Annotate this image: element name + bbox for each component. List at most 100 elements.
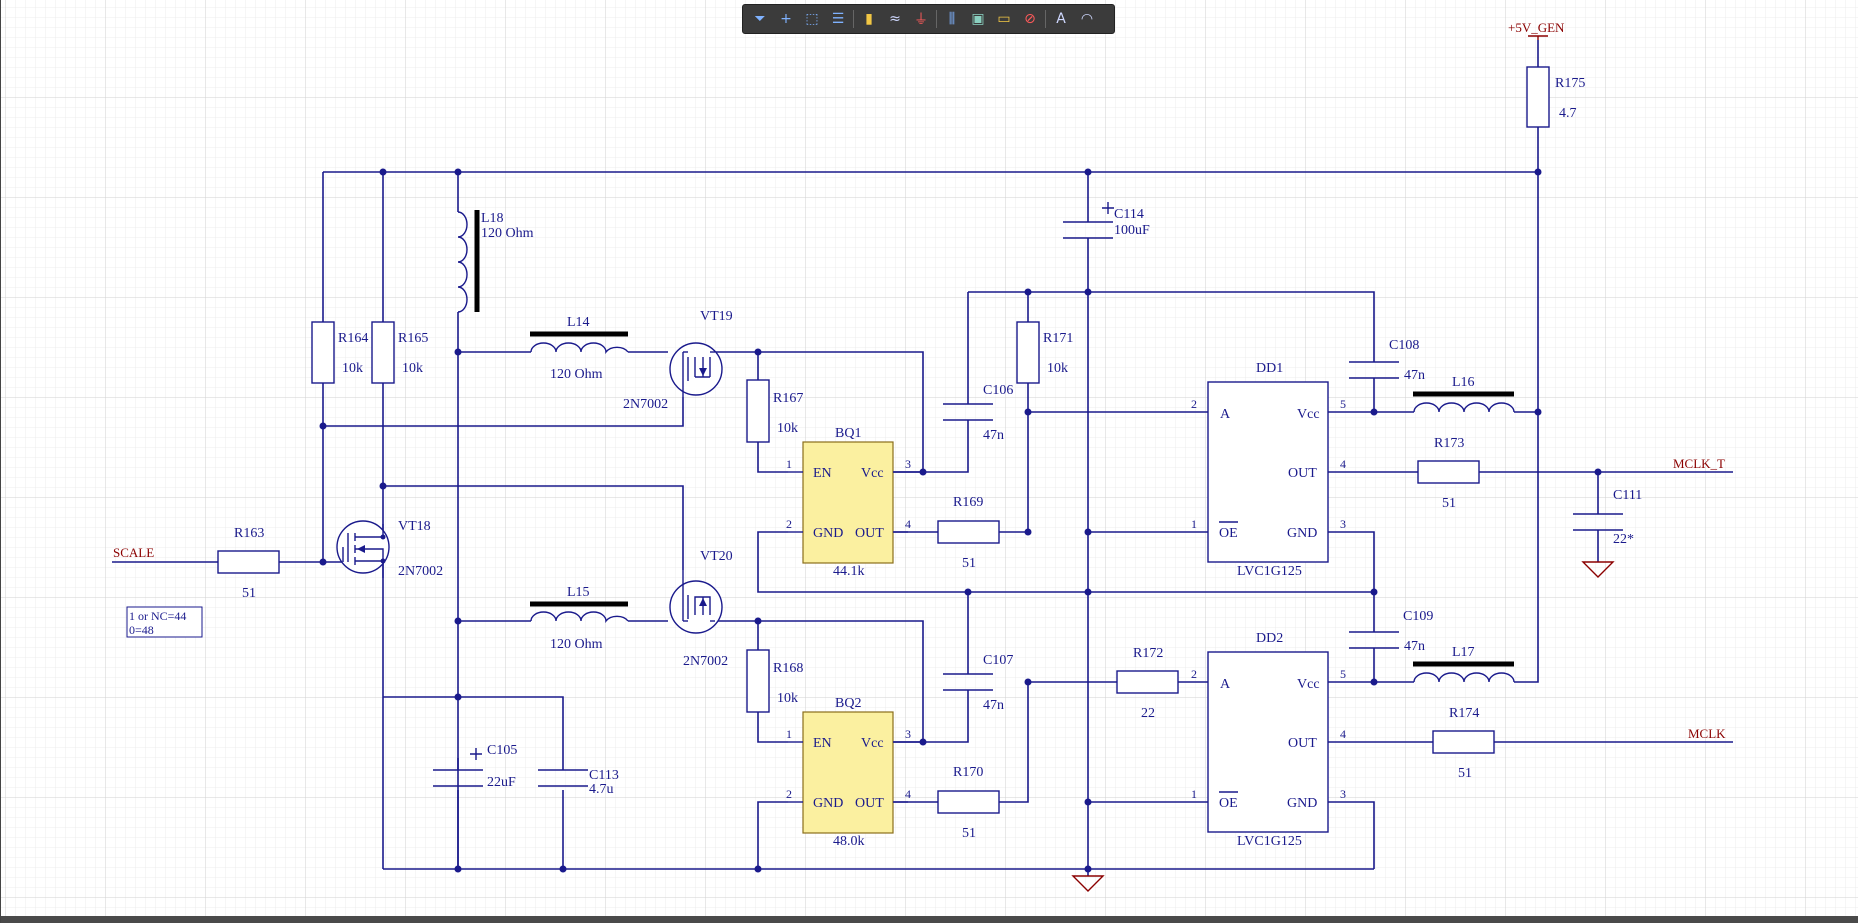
inductor-l16[interactable]: L16 — [1413, 375, 1515, 413]
component-label: 100uF — [1114, 223, 1150, 238]
resistor-r164[interactable]: R164 10k — [311, 321, 368, 384]
component-label: +5V_GEN — [1508, 20, 1565, 35]
buffer-dd1[interactable]: DD1 A Vcc OUT OE GND 2 1 5 4 3 LVC1G125 — [1191, 361, 1346, 579]
resistor-r169[interactable]: R169 51 — [937, 495, 1000, 571]
note-textbox[interactable]: 1 or NC=44 0=48 — [126, 606, 203, 638]
component-tool-button[interactable]: ▮ — [858, 8, 880, 30]
ground-icon: ⏚ — [914, 12, 928, 28]
transistor-vt18[interactable]: VT18 2N7002 — [336, 519, 443, 579]
component-label: OUT — [1288, 466, 1317, 481]
oscillator-bq2[interactable]: BQ2 EN Vcc GND OUT 1 2 3 4 48.0k — [786, 696, 923, 849]
component-label: GND — [813, 796, 843, 811]
arc-tool-button[interactable]: ◠ — [1076, 8, 1098, 30]
resistor-r167[interactable]: R167 10k — [746, 379, 803, 443]
toolbar-separator — [853, 10, 854, 28]
component-label: 47n — [983, 428, 1004, 443]
component-label: LVC1G125 — [1237, 834, 1302, 849]
component-label: R167 — [773, 391, 803, 406]
component-label: 47n — [1404, 368, 1425, 383]
ground-tool-button[interactable]: ⏚ — [910, 8, 932, 30]
inductor-l17[interactable]: L17 — [1413, 645, 1515, 683]
component-label: 1 — [786, 727, 792, 741]
resistor-r165[interactable]: R165 10k — [371, 321, 428, 384]
transistor-vt20[interactable]: VT20 2N7002 — [669, 549, 733, 669]
power-port-5v-gen[interactable]: +5V_GEN — [1508, 20, 1565, 40]
component-label: GND — [1287, 796, 1317, 811]
net-label-mclk[interactable]: MCLK — [1688, 726, 1726, 741]
text-tool-button[interactable]: A — [1050, 8, 1072, 30]
oscillator-bq1[interactable]: BQ1 EN Vcc GND OUT 1 2 3 4 44.1k — [786, 426, 923, 579]
component-label: 44.1k — [833, 564, 865, 579]
component-label: 4.7u — [589, 782, 614, 797]
component-label: 0=48 — [129, 623, 154, 637]
component-label: C106 — [983, 383, 1013, 398]
inductor-l18[interactable]: L18 120 Ohm — [457, 210, 534, 313]
component-label: 2 — [786, 517, 792, 531]
component-label: Vcc — [1297, 407, 1320, 422]
resistor-r171[interactable]: R171 10k — [1016, 321, 1073, 384]
select-rect-tool-button[interactable]: ⬚ — [801, 8, 823, 30]
component-label: 22* — [1613, 532, 1634, 547]
sheet-symbol-icon: ▣ — [971, 11, 985, 27]
align-tool-button[interactable]: ☰ — [827, 8, 849, 30]
align-icon: ☰ — [831, 11, 845, 27]
component-label: C108 — [1389, 338, 1419, 353]
resistor-r175[interactable]: R175 4.7 — [1526, 66, 1585, 128]
component-label: R175 — [1555, 76, 1585, 91]
capacitor-c108[interactable]: C108 47n — [1349, 338, 1425, 383]
inductor-l15[interactable]: L15 120 Ohm — [530, 585, 629, 652]
component-label: 2N7002 — [683, 654, 728, 669]
component-label: 3 — [1340, 517, 1346, 531]
component-label: GND — [813, 526, 843, 541]
component-label: 4 — [1340, 727, 1346, 741]
ground-symbol-main[interactable] — [1071, 875, 1105, 892]
resistor-r172[interactable]: R172 22 — [1116, 646, 1179, 721]
resistor-r174[interactable]: R174 51 — [1432, 706, 1495, 781]
resistor-r173[interactable]: R173 51 — [1417, 436, 1480, 511]
capacitor-c107[interactable]: C107 47n — [943, 653, 1013, 713]
component-label: R171 — [1043, 331, 1073, 346]
component-label: R165 — [398, 331, 428, 346]
component-label: A — [1220, 407, 1231, 422]
no-erc-tool-button[interactable]: ⊘ — [1019, 8, 1041, 30]
component-label: C113 — [589, 768, 619, 783]
component-label: R173 — [1434, 436, 1464, 451]
buffer-dd2[interactable]: DD2 A Vcc OUT OE GND 2 1 5 4 3 LVC1G125 — [1191, 631, 1346, 849]
capacitor-c114[interactable]: C114 100uF — [1063, 202, 1150, 239]
capacitor-c111[interactable]: C111 22* — [1573, 488, 1642, 547]
component-label: 3 — [1340, 787, 1346, 801]
net-label-scale[interactable]: SCALE — [113, 545, 154, 560]
net-label-mclk-t[interactable]: MCLK_T — [1673, 456, 1725, 471]
component-label: 51 — [1458, 766, 1472, 781]
add-icon: + — [780, 11, 792, 27]
component-label: EN — [813, 736, 832, 751]
text-icon: A — [1056, 11, 1066, 27]
component-label: 120 Ohm — [550, 367, 603, 382]
resistor-r168[interactable]: R168 10k — [746, 649, 803, 713]
capacitor-c113[interactable]: C113 4.7u — [538, 768, 619, 797]
port-tool-button[interactable]: ▭ — [993, 8, 1015, 30]
component-label: 10k — [402, 361, 423, 376]
bus-tool-button[interactable]: ≈ — [884, 8, 906, 30]
component-label: 4 — [905, 787, 911, 801]
ground-symbol-c111[interactable] — [1581, 561, 1615, 578]
sheet-symbol-tool-button[interactable]: ▣ — [967, 8, 989, 30]
component-label: 4.7 — [1559, 106, 1577, 121]
resistor-r163[interactable]: R163 51 — [217, 526, 280, 601]
component-label: L15 — [567, 585, 590, 600]
add-tool-button[interactable]: + — [775, 8, 797, 30]
transistor-vt19[interactable]: VT19 2N7002 — [623, 309, 733, 412]
filter-tool-button[interactable]: ⏷ — [749, 8, 771, 30]
component-label: OE — [1219, 526, 1238, 541]
harness-tool-button[interactable]: ⫼ — [941, 8, 963, 30]
component-label: C107 — [983, 653, 1013, 668]
capacitor-c105[interactable]: C105 22uF — [433, 743, 517, 790]
component-label: 48.0k — [833, 834, 865, 849]
capacitor-c106[interactable]: C106 47n — [943, 383, 1013, 443]
component-label: SCALE — [113, 545, 154, 560]
select-rect-icon: ⬚ — [805, 11, 819, 27]
capacitor-c109[interactable]: C109 47n — [1349, 609, 1433, 654]
inductor-l14[interactable]: L14 120 Ohm — [530, 315, 629, 382]
resistor-r170[interactable]: R170 51 — [937, 765, 1000, 841]
